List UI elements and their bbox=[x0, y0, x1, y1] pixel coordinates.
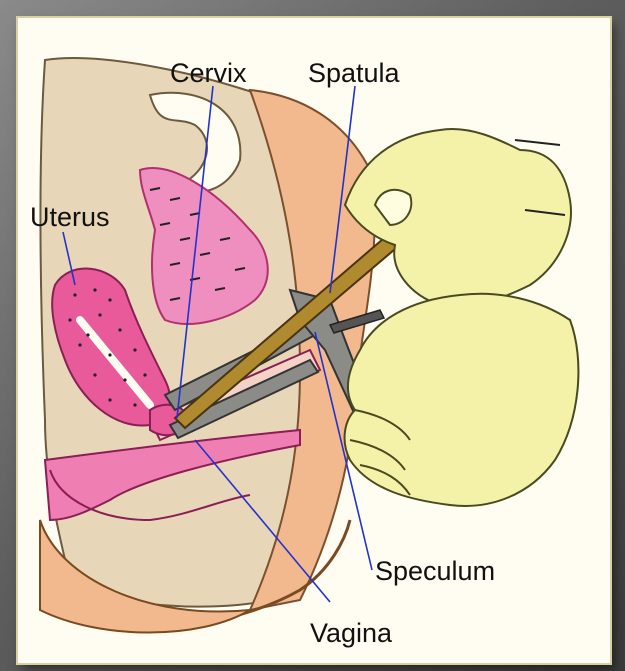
label-spatula: Spatula bbox=[308, 58, 401, 88]
label-vagina: Vagina bbox=[310, 618, 393, 648]
lower-glove bbox=[345, 294, 579, 506]
label-cervix: Cervix bbox=[170, 58, 247, 88]
label-speculum: Speculum bbox=[375, 556, 495, 586]
label-uterus: Uterus bbox=[30, 202, 110, 232]
upper-glove bbox=[345, 129, 571, 306]
